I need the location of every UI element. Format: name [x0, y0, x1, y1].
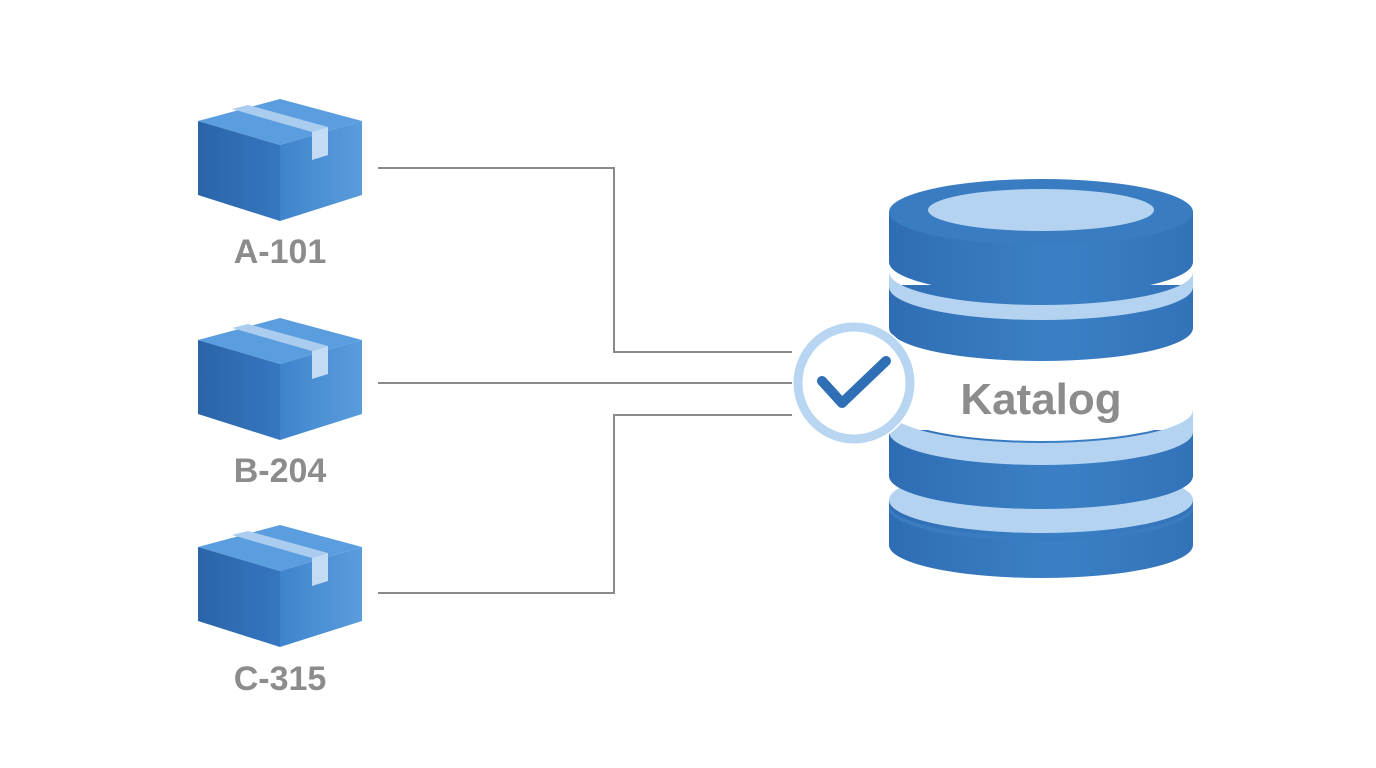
connector-c-315	[378, 414, 792, 594]
database-icon	[889, 179, 1193, 578]
package-box-icon	[198, 99, 362, 221]
package-label: B-204	[234, 452, 327, 490]
package-b-204: B-204	[198, 318, 362, 490]
connector-a-101	[378, 167, 792, 353]
package-a-101: A-101	[198, 99, 362, 271]
package-box-icon	[198, 525, 362, 647]
package-label: C-315	[234, 660, 327, 698]
package-c-315: C-315	[198, 525, 362, 698]
package-label: A-101	[234, 233, 327, 271]
connectors	[378, 167, 792, 594]
database-label: Katalog	[960, 375, 1121, 424]
check-icon	[817, 356, 891, 408]
check-badge	[792, 321, 916, 445]
package-box-icon	[198, 318, 362, 440]
